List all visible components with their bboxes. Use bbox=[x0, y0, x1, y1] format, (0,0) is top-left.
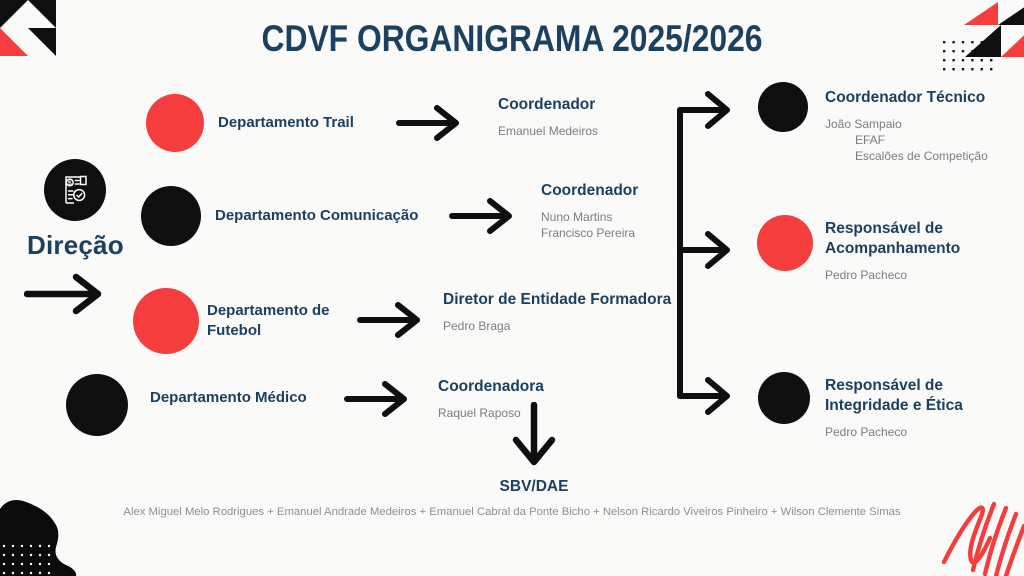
coordenador-tecnico-circle bbox=[758, 82, 808, 132]
dept-futebol-name: Departamento de Futebol bbox=[207, 302, 330, 339]
dept-trail-role: Coordenador Emanuel Medeiros bbox=[498, 95, 598, 139]
dept-trail-arrow-icon bbox=[396, 105, 459, 141]
page-title: CDVF ORGANIGRAMA 2025/2026 bbox=[261, 18, 763, 59]
responsavel-integridade-circle bbox=[758, 372, 810, 424]
sbv-dae-label: SBV/DAE bbox=[499, 478, 569, 495]
invoice-check-icon: $ bbox=[65, 175, 87, 204]
role-title: Responsável de Acompanhamento bbox=[825, 220, 961, 257]
dept-futebol-circle bbox=[133, 288, 199, 354]
role-title: Coordenador bbox=[541, 182, 639, 199]
person-name: Francisco Pereira bbox=[541, 226, 636, 240]
person-name: Pedro Pacheco bbox=[825, 268, 908, 282]
person-name: Nuno Martins bbox=[541, 210, 613, 224]
branch-connector-arrows bbox=[677, 91, 730, 415]
person-name: EFAF bbox=[855, 133, 886, 147]
direcao-circle: $ bbox=[44, 159, 106, 221]
person-name: Pedro Braga bbox=[443, 319, 511, 333]
dept-comunicacao-name: Departamento Comunicação bbox=[215, 207, 419, 224]
role-title: Coordenador bbox=[498, 96, 596, 113]
dept-futebol-arrow-icon bbox=[357, 302, 420, 338]
role-title: Responsável de Integridade e Ética bbox=[825, 377, 963, 414]
person-name: Emanuel Medeiros bbox=[498, 124, 599, 138]
person-name: Escalões de Competição bbox=[855, 149, 988, 163]
dept-futebol-role: Diretor de Entidade Formadora Pedro Brag… bbox=[443, 290, 671, 334]
dept-medico-role: Coordenadora Raquel Raposo bbox=[438, 377, 544, 421]
person-name: João Sampaio bbox=[825, 117, 902, 131]
role-title: Coordenadora bbox=[438, 378, 544, 395]
corner-triangles-top-left-decoration bbox=[0, 0, 56, 56]
dept-trail-circle bbox=[146, 94, 204, 152]
person-name: Pedro Pacheco bbox=[825, 425, 908, 439]
corner-blob-bottom-left-decoration bbox=[0, 500, 77, 576]
dept-comunicacao-arrow-icon bbox=[449, 198, 512, 234]
direcao-arrow-icon bbox=[24, 273, 102, 315]
sbv-members-list: Alex Miguel Melo Rodrigues + Emanuel And… bbox=[123, 506, 901, 518]
direcao-label: Direção bbox=[27, 230, 124, 260]
sbv-down-arrow-icon bbox=[512, 402, 556, 466]
responsavel-acompanhamento-role: Responsável de Acompanhamento Pedro Pach… bbox=[825, 219, 995, 283]
svg-text:$: $ bbox=[68, 180, 72, 187]
responsavel-acompanhamento-circle bbox=[757, 215, 813, 271]
role-title: Coordenador Técnico bbox=[825, 89, 986, 106]
corner-triangles-dots-top-right-decoration bbox=[943, 2, 1024, 71]
role-title: Diretor de Entidade Formadora bbox=[443, 291, 672, 308]
corner-scribble-bottom-right-decoration bbox=[941, 501, 1024, 576]
person-name: Raquel Raposo bbox=[438, 406, 521, 420]
coordenador-tecnico-role: Coordenador Técnico João Sampaio EFAF Es… bbox=[825, 88, 988, 164]
dept-comunicacao-role: Coordenador Nuno Martins Francisco Perei… bbox=[541, 181, 638, 241]
dept-medico-circle bbox=[66, 374, 128, 436]
dept-trail-name: Departamento Trail bbox=[218, 114, 354, 131]
responsavel-integridade-role: Responsável de Integridade e Ética Pedro… bbox=[825, 376, 995, 440]
dept-comunicacao-circle bbox=[141, 186, 201, 246]
dept-medico-arrow-icon bbox=[344, 381, 407, 417]
dept-medico-name: Departamento Médico bbox=[150, 389, 307, 406]
